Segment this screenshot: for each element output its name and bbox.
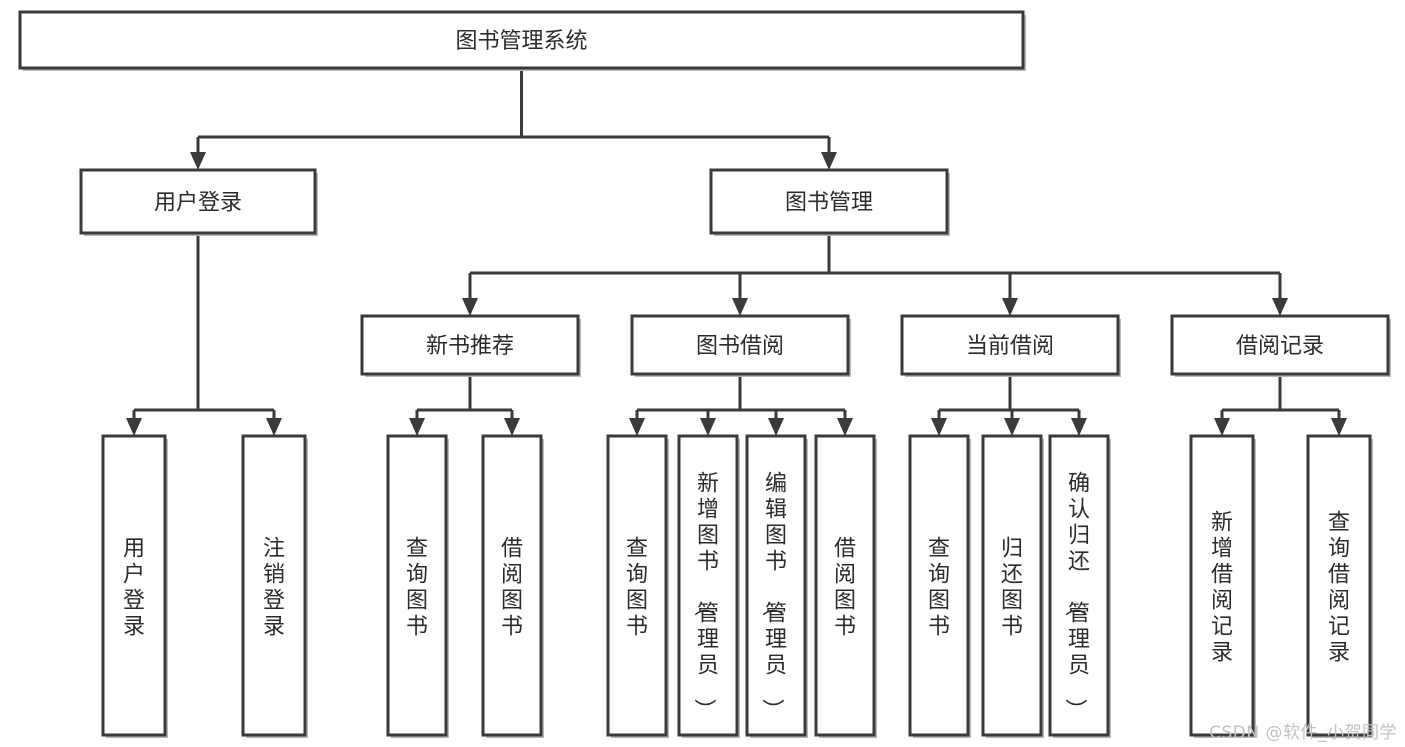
node-label-l11: 确认归还（管理员）	[1062, 472, 1090, 721]
node-box-newbook[interactable]	[360, 314, 580, 376]
node-current[interactable]: 当前借阅	[900, 314, 1121, 377]
edge-group-root	[190, 68, 837, 170]
node-label-bookmgmt: 图书管理	[785, 191, 873, 216]
node-records[interactable]: 借阅记录	[1170, 314, 1391, 377]
node-login[interactable]: 用户登录	[79, 168, 318, 236]
node-l4[interactable]: 借阅图书	[481, 434, 544, 738]
node-l8[interactable]: 借阅图书	[814, 434, 877, 738]
node-label-l5: 查询图书	[626, 537, 648, 640]
node-box-bookmgmt[interactable]	[709, 168, 949, 235]
node-box-l4[interactable]	[481, 434, 543, 737]
node-l1[interactable]: 用户登录	[101, 434, 168, 738]
node-box-l11[interactable]	[1048, 434, 1110, 737]
node-borrow[interactable]: 图书借阅	[630, 314, 851, 377]
node-l9[interactable]: 查询图书	[908, 434, 971, 738]
edge-group-borrow	[629, 374, 853, 436]
node-label-l10: 归还图书	[1001, 537, 1023, 640]
node-box-l13[interactable]	[1306, 434, 1372, 737]
node-label-current: 当前借阅	[966, 334, 1054, 359]
node-label-l8: 借阅图书	[834, 537, 856, 640]
node-label-l13: 查询借阅记录	[1328, 511, 1350, 666]
node-label-l12: 新增借阅记录	[1211, 511, 1233, 666]
node-box-l9[interactable]	[908, 434, 970, 737]
node-label-newbook: 新书推荐	[426, 334, 514, 359]
node-label-login: 用户登录	[154, 191, 242, 216]
node-box-login[interactable]	[79, 168, 317, 235]
node-label-records: 借阅记录	[1236, 334, 1324, 359]
node-root[interactable]: 图书管理系统	[18, 10, 1026, 71]
node-box-records[interactable]	[1170, 314, 1390, 376]
node-l2[interactable]: 注销登录	[241, 434, 308, 738]
node-l5[interactable]: 查询图书	[606, 434, 669, 738]
node-label-l7: 编辑图书（管理员）	[759, 472, 787, 721]
node-l10[interactable]: 归还图书	[981, 434, 1044, 738]
node-label-l4: 借阅图书	[501, 537, 523, 640]
node-label-l9: 查询图书	[928, 537, 950, 640]
node-bookmgmt[interactable]: 图书管理	[709, 168, 950, 236]
node-box-l3[interactable]	[386, 434, 448, 737]
node-l12[interactable]: 新增借阅记录	[1189, 434, 1256, 738]
node-label-l3: 查询图书	[406, 537, 428, 640]
edge-group-records	[1214, 374, 1347, 436]
edge-group-bookmgmt	[462, 233, 1288, 316]
node-l11[interactable]: 确认归还（管理员）	[1048, 434, 1111, 738]
node-box-l6[interactable]	[677, 434, 739, 737]
edge-group-newbook	[409, 374, 520, 436]
node-l3[interactable]: 查询图书	[386, 434, 449, 738]
watermark-label: CSDN @软件_小贺同学	[1209, 723, 1397, 743]
node-l7[interactable]: 编辑图书（管理员）	[745, 434, 808, 738]
node-newbook[interactable]: 新书推荐	[360, 314, 581, 377]
node-box-current[interactable]	[900, 314, 1120, 376]
node-l13[interactable]: 查询借阅记录	[1306, 434, 1373, 738]
node-box-l2[interactable]	[241, 434, 307, 737]
node-box-root[interactable]	[18, 10, 1025, 70]
node-box-l1[interactable]	[101, 434, 167, 737]
node-box-l10[interactable]	[981, 434, 1043, 737]
node-box-borrow[interactable]	[630, 314, 850, 376]
node-box-l12[interactable]	[1189, 434, 1255, 737]
node-label-l1: 用户登录	[123, 537, 145, 640]
node-box-l7[interactable]	[745, 434, 807, 737]
edge-group-login	[126, 233, 282, 436]
node-l6[interactable]: 新增图书（管理员）	[677, 434, 740, 738]
edge-group-current	[931, 374, 1087, 436]
node-label-root: 图书管理系统	[455, 29, 587, 54]
node-label-l2: 注销登录	[263, 537, 285, 640]
node-label-borrow: 图书借阅	[696, 334, 784, 359]
node-box-l8[interactable]	[814, 434, 876, 737]
node-label-l6: 新增图书（管理员）	[691, 472, 719, 721]
node-box-l5[interactable]	[606, 434, 668, 737]
